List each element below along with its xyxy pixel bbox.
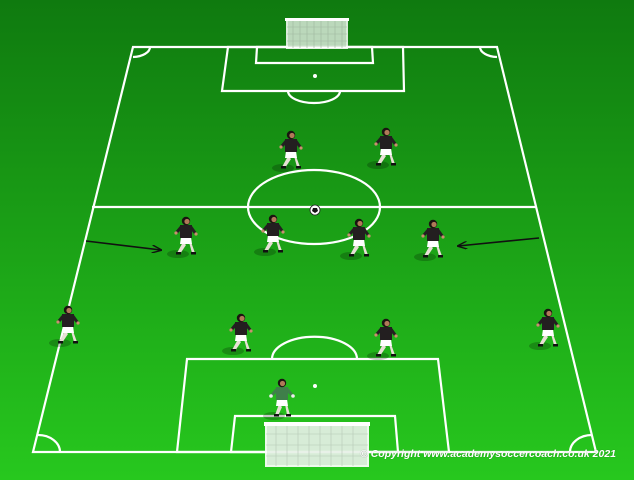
movement-arrows [85, 237, 540, 250]
corner-arc-top-right [478, 46, 498, 59]
corner-arc-bottom-left [37, 433, 62, 453]
arrow-icon [85, 240, 161, 250]
top-penalty-spot [313, 74, 317, 78]
bottom-penalty-area [175, 357, 451, 454]
copyright-notice: © Copyright www.academysoccercoach.co.uk… [360, 448, 616, 460]
top-goal-icon [285, 18, 349, 49]
bottom-penalty-spot [313, 384, 317, 388]
arrow-icon [458, 237, 540, 246]
corner-arc-top-left [132, 46, 152, 59]
top-penalty-arc [286, 90, 342, 105]
bottom-goal-icon [264, 422, 370, 467]
pitch-spots [313, 74, 317, 388]
bottom-penalty-arc [270, 335, 359, 360]
soccer-ball-icon [309, 204, 321, 216]
corner-arc-bottom-right [568, 433, 593, 453]
bottom-six-yard-box [229, 414, 400, 454]
center-circle [246, 168, 382, 246]
